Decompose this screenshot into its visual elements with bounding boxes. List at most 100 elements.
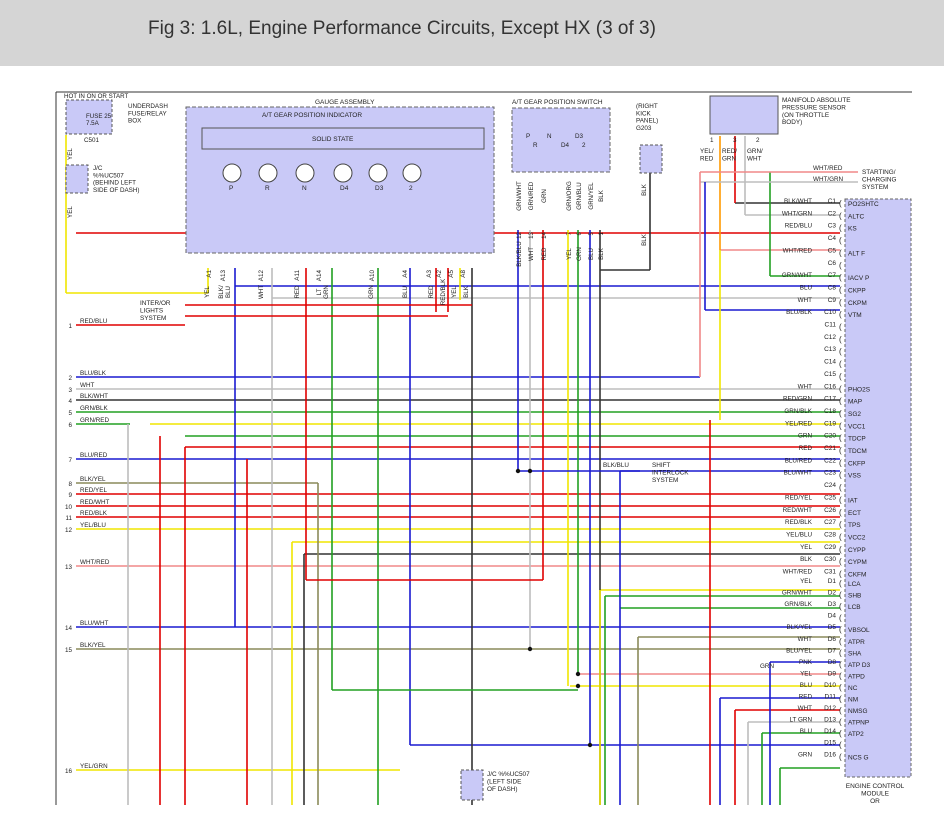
label-line: SHIFT	[652, 462, 671, 469]
ecm-pin-tick: (	[839, 625, 842, 634]
label-line: YEL/GRN	[80, 763, 108, 770]
switch-pin: 13	[528, 231, 535, 238]
label-line: (	[839, 591, 842, 600]
left-wire-label: WHT/RED	[80, 559, 110, 566]
label-line: SIDE OF DASH)	[93, 187, 140, 194]
left-wire-label: GRN/BLK	[80, 405, 108, 412]
label-line: R	[533, 142, 538, 149]
label-line: 7	[68, 457, 72, 464]
gauge-wire-label: BLU	[402, 286, 409, 298]
indicator-lamp-icon	[333, 163, 353, 183]
label-line: BLK	[641, 183, 648, 196]
label-line: C15	[824, 371, 836, 378]
ecm-pin-number: C7	[828, 272, 837, 279]
label-line: GRN/WHT	[782, 590, 812, 597]
ecm-pin-number: C31	[824, 569, 836, 576]
ecm-pin-number: C17	[824, 396, 836, 403]
label-line: RED/GRN	[783, 396, 812, 403]
ecm-pin-tick: (	[839, 384, 842, 393]
label-line: SYSTEM	[862, 184, 888, 191]
label-line: D7	[828, 647, 837, 654]
gear-switch-box	[511, 107, 611, 173]
label-line: WHT/RED	[783, 247, 813, 254]
ecm-pin-number: C18	[824, 408, 836, 415]
ecm-pin-number: D12	[824, 705, 836, 712]
gauge-pin: A14	[316, 270, 323, 282]
label-line: SG2	[848, 411, 861, 418]
label-line: NC	[848, 685, 858, 692]
ecm-pin-tick: (	[839, 532, 842, 541]
lamp-label: P	[229, 185, 233, 192]
left-wire-number: 5	[68, 410, 72, 417]
ecm-wire-label: RED	[799, 445, 813, 452]
ecm-pin-tick: (	[839, 660, 842, 669]
label-line: NMSG	[848, 708, 868, 715]
label-line: (	[839, 421, 842, 430]
ecm-pin-number: D4	[828, 613, 837, 620]
label-line: (	[839, 718, 842, 727]
map-pin: 3	[733, 137, 737, 144]
ecm-pin-tick: (	[839, 729, 842, 738]
ecm-wire-label: YEL	[800, 544, 812, 551]
label-line: C26	[824, 507, 836, 514]
label-line: RED	[799, 694, 813, 701]
ecm-wire-label: WHT	[798, 297, 812, 304]
ecm-pin-number: C3	[828, 223, 837, 230]
ecm-pin-name: MAP	[848, 399, 862, 406]
ecm-pin-tick: (	[839, 248, 842, 257]
label-line: WHT/RED	[783, 569, 813, 576]
label-line: 8	[68, 481, 72, 488]
ecm-pin-number: D16	[824, 751, 836, 758]
left-wire-number: 12	[65, 527, 73, 534]
label-line: (	[839, 671, 842, 680]
label-line: WHT	[258, 285, 265, 299]
ecm-pin-name: VCC2	[848, 534, 866, 541]
label-line: C6	[828, 260, 837, 267]
label-line: (	[839, 458, 842, 467]
label-line: GRN/BLK	[784, 601, 812, 608]
label-line: ECT	[848, 510, 861, 517]
splice-dot	[575, 671, 581, 677]
label-line: GRN/	[747, 148, 763, 155]
label-line: BLK/YEL	[80, 476, 106, 483]
label-line: UNDERDASH	[128, 103, 168, 110]
ecm-pin-name: CKFM	[848, 572, 866, 579]
label-line: 5	[68, 410, 72, 417]
left-wire-number: 4	[68, 398, 72, 405]
label-line: (LEFT SIDE	[487, 778, 521, 785]
ecm-wire-label: WHT/GRN	[782, 210, 813, 217]
label-line: D16	[824, 751, 836, 758]
label-line: HOT IN ON OR START	[64, 93, 129, 100]
label-line: C18	[824, 408, 836, 415]
label-line: KS	[848, 226, 857, 233]
switch-position: R	[533, 142, 538, 149]
ecm-pin-number: C27	[824, 519, 836, 526]
label-line: D13	[824, 717, 836, 724]
label-line: A13	[220, 270, 227, 282]
switch-pin: 7	[566, 231, 573, 235]
label-line: (	[839, 261, 842, 270]
label-line: (	[839, 520, 842, 529]
ecm-pin-number: C11	[825, 322, 837, 329]
label-line: PRESSURE SENSOR	[782, 104, 846, 111]
label-line: BLK	[598, 189, 605, 202]
label-line: OR	[870, 798, 880, 805]
label-line: BLK	[800, 556, 813, 563]
label-line: CHARGING	[862, 176, 896, 183]
gauge-wire-label: LTGRN	[316, 285, 330, 299]
figure-title: Fig 3: 1.6L, Engine Performance Circuits…	[148, 18, 656, 39]
label-line: 7	[566, 231, 573, 235]
label-line: RED/BLK	[785, 519, 813, 526]
ecm-pin-number: D6	[828, 636, 837, 643]
label-line: 12	[516, 231, 523, 238]
label-line: C14	[824, 359, 836, 366]
ecm-pin-tick: (	[839, 520, 842, 529]
label-line: YEL	[67, 148, 74, 160]
switch-top-label: GRN/YEL	[588, 182, 595, 210]
switch-wire-label: GRN	[576, 247, 583, 261]
ecm-pin-name: SHA	[848, 650, 862, 657]
switch-position: D4	[561, 142, 570, 149]
label-line: RED/BLK	[440, 278, 447, 305]
